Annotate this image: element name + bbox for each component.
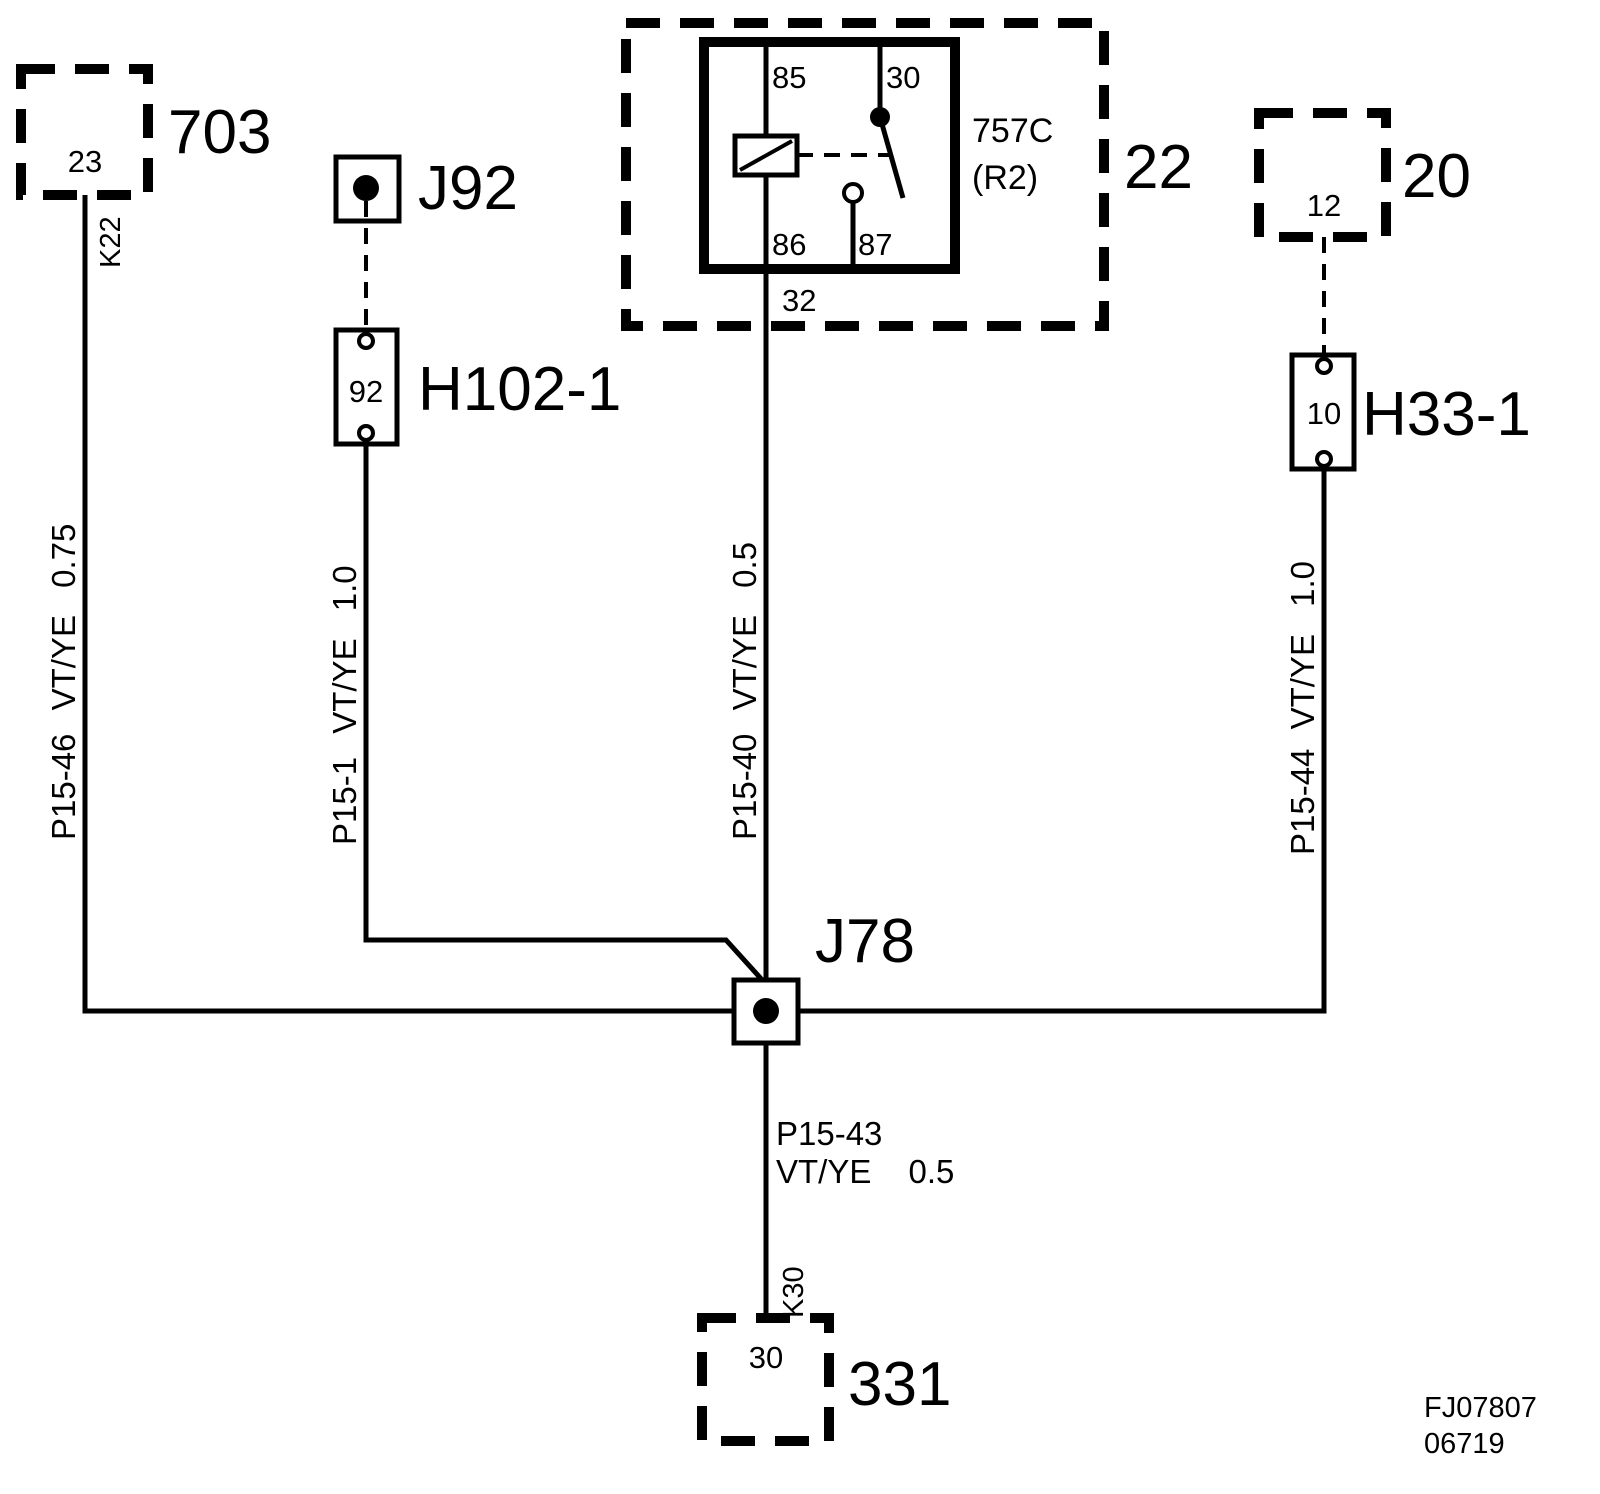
splice-j78-dot bbox=[753, 998, 779, 1024]
component-331-pin: 30 bbox=[749, 1340, 783, 1375]
wire-p15-44-color: VT/YE bbox=[1284, 634, 1321, 729]
component-703: 23 703 bbox=[16, 64, 271, 200]
splice-j92-box bbox=[333, 154, 402, 224]
wire-p15-40-size: 0.5 bbox=[726, 542, 763, 588]
component-331-label: 331 bbox=[848, 1350, 951, 1419]
relay-position: (R2) bbox=[972, 159, 1038, 197]
relay-switch-arm bbox=[877, 116, 906, 199]
svg-text:P15-46 VT/YE 0.75: P15-46 VT/YE 0.75 bbox=[45, 524, 82, 840]
connector-h102-1-pin-bottom bbox=[357, 424, 375, 442]
wire-p15-40-color: VT/YE bbox=[726, 615, 763, 710]
splice-j92: J92 bbox=[333, 154, 518, 224]
relay-part-number: 757C bbox=[972, 112, 1053, 150]
relay-87-contact bbox=[842, 182, 864, 204]
figure-ref-code: FJ07807 bbox=[1424, 1392, 1537, 1424]
wire-p15-46-size: 0.75 bbox=[45, 524, 82, 588]
relay-terminal-85: 85 bbox=[772, 60, 806, 95]
wire-p15-44-label: P15-44 VT/YE 1.0 bbox=[1284, 561, 1321, 855]
component-22-label: 22 bbox=[1124, 133, 1193, 202]
wires bbox=[82, 195, 1327, 1318]
component-331: 30 331 bbox=[697, 1313, 951, 1446]
component-22-box bbox=[621, 18, 1109, 331]
svg-text:P15-44 VT/YE 1.0: P15-44 VT/YE 1.0 bbox=[1284, 561, 1321, 855]
connector-h33-1-pin-top bbox=[1315, 357, 1333, 375]
wire-p15-40-label: P15-40 VT/YE 0.5 bbox=[726, 542, 763, 840]
connector-h33-1: 10 H33-1 bbox=[1289, 237, 1531, 472]
wire-p15-1-size: 1.0 bbox=[326, 565, 363, 611]
splice-j78-label: J78 bbox=[815, 907, 915, 976]
splice-j78: J78 bbox=[731, 907, 915, 1046]
wire-p15-46-circuit: P15-46 bbox=[45, 734, 82, 840]
relay-terminal-30: 30 bbox=[886, 60, 920, 95]
wire-p15-1-label: P15-1 VT/YE 1.0 bbox=[326, 565, 363, 845]
wire-p15-43-label: P15-43 VT/YE 0.5 bbox=[776, 1115, 954, 1190]
wire-p15-44 bbox=[796, 466, 1327, 1014]
wire-p15-46-color: VT/YE bbox=[45, 615, 82, 710]
component-22-pin: 32 bbox=[782, 283, 816, 318]
relay-757c-frame bbox=[699, 37, 960, 274]
wire-p15-43-circuit: P15-43 bbox=[776, 1115, 882, 1152]
connector-h33-1-pin-bottom bbox=[1315, 450, 1333, 468]
wire-p15-44-size: 1.0 bbox=[1284, 561, 1321, 607]
connector-h33-1-label: H33-1 bbox=[1362, 380, 1531, 449]
connector-h33-1-pin: 10 bbox=[1307, 396, 1341, 431]
component-703-pin: 23 bbox=[68, 144, 102, 179]
wire-p15-43-size: 0.5 bbox=[909, 1153, 955, 1190]
svg-text:P15-40 VT/YE 0.5: P15-40 VT/YE 0.5 bbox=[726, 542, 763, 840]
component-22: 85 30 86 87 757C (R2) 32 22 bbox=[621, 18, 1193, 331]
component-20: 12 20 bbox=[1254, 108, 1471, 242]
wire-p15-1-circuit: P15-1 bbox=[326, 757, 363, 845]
splice-j92-label: J92 bbox=[418, 154, 518, 223]
wire-p15-43-color: VT/YE bbox=[776, 1153, 871, 1190]
component-331-box bbox=[697, 1313, 834, 1446]
component-20-pin: 12 bbox=[1307, 188, 1341, 223]
connector-h102-1-label: H102-1 bbox=[418, 355, 621, 424]
component-703-box bbox=[16, 64, 153, 200]
connector-h102-1: 92 H102-1 bbox=[333, 201, 621, 447]
figure-ref-number: 06719 bbox=[1424, 1428, 1505, 1460]
relay-terminal-86: 86 bbox=[772, 227, 806, 262]
svg-text:P15-1 VT/YE 1.0: P15-1 VT/YE 1.0 bbox=[326, 565, 363, 845]
wire-p15-1 bbox=[363, 440, 766, 984]
wire-p15-46-label: P15-46 VT/YE 0.75 bbox=[45, 524, 82, 840]
wire-p15-46-location: K22 bbox=[95, 216, 127, 268]
component-703-label: 703 bbox=[168, 98, 271, 167]
wire-p15-40-circuit: P15-40 bbox=[726, 734, 763, 840]
connector-h102-1-pin-top bbox=[357, 332, 375, 350]
relay-terminal-87: 87 bbox=[858, 227, 892, 262]
wire-p15-46 bbox=[82, 195, 732, 1014]
figure-reference: FJ07807 06719 bbox=[1424, 1392, 1537, 1460]
wire-p15-1-color: VT/YE bbox=[326, 638, 363, 733]
component-20-box bbox=[1254, 108, 1391, 242]
wire-p15-43-location: K30 bbox=[778, 1266, 810, 1318]
svg-text:VT/YE 0.5: VT/YE 0.5 bbox=[776, 1153, 954, 1190]
wire-p15-44-circuit: P15-44 bbox=[1284, 749, 1321, 855]
splice-j92-dot bbox=[353, 175, 379, 201]
relay-coil-slash bbox=[739, 139, 793, 172]
component-20-label: 20 bbox=[1402, 142, 1471, 211]
connector-h102-1-pin: 92 bbox=[349, 374, 383, 409]
